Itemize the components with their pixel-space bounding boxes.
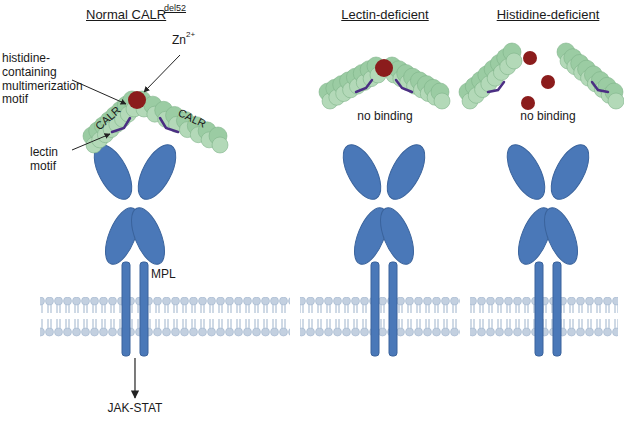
leader-line [72, 55, 180, 150]
pathway-name: JAK-STAT [108, 402, 163, 416]
annotation-label: no binding [340, 110, 430, 124]
annotation-label: 2+ [186, 30, 206, 39]
calr-protein [83, 43, 624, 153]
protein-name: MPL [151, 268, 176, 282]
signal-arrow [134, 358, 135, 398]
panel-heading: Normal CALR [86, 8, 166, 23]
annotation-label: histidine-containing multimerization mot… [2, 52, 74, 107]
panel-heading: Lectin-deficient [320, 8, 450, 23]
receptor-region: MPL [95, 150, 185, 358]
annotation-label: CALR [89, 100, 127, 136]
lectin-motif [112, 80, 608, 132]
panel-heading: Histidine-deficient [478, 8, 618, 23]
annotation-label: lectin motif [30, 146, 70, 174]
pathway-label: JAK-STAT [104, 400, 167, 418]
mpl-receptor [87, 139, 597, 356]
zinc-ion [128, 51, 555, 110]
annotation-label: no binding [503, 110, 593, 124]
panel-heading: del52 [164, 3, 204, 13]
annotation-label: CALR [171, 104, 212, 133]
